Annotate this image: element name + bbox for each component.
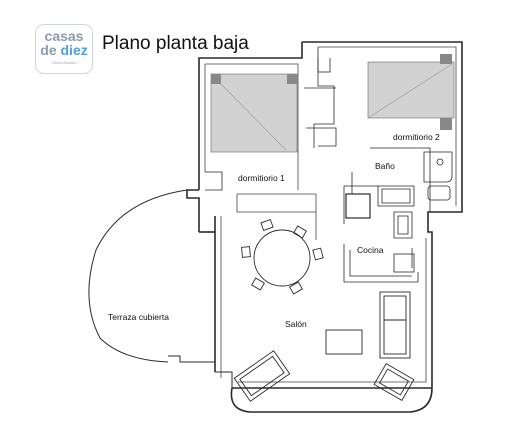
closet-1 bbox=[205, 171, 223, 191]
logo-tagline: Olivar Alvarez bbox=[51, 60, 77, 65]
chair bbox=[289, 281, 303, 295]
nightstand-1b bbox=[287, 74, 297, 84]
chair bbox=[260, 218, 274, 232]
plan-title: Plano planta baja bbox=[102, 33, 249, 54]
corridor bbox=[304, 47, 337, 148]
label-bano: Baño bbox=[375, 161, 395, 171]
coffee-table bbox=[325, 329, 363, 355]
dormitorio-2 bbox=[367, 54, 455, 130]
nightstand-2a bbox=[440, 54, 452, 64]
chair bbox=[293, 225, 307, 239]
logo-text-de-diez: de diez bbox=[40, 42, 88, 58]
armchair-right bbox=[373, 362, 415, 402]
outer-walls bbox=[186, 41, 463, 413]
sink bbox=[427, 185, 451, 201]
label-dormitorio-2: dormitiorio 2 bbox=[393, 132, 440, 142]
label-cocina: Cocina bbox=[357, 245, 384, 255]
chair bbox=[241, 246, 251, 258]
shower-drain bbox=[436, 158, 444, 166]
bed-2 bbox=[367, 61, 455, 119]
label-dormitorio-1: dormitiorio 1 bbox=[238, 173, 285, 183]
label-terraza: Terraza cubierta bbox=[108, 312, 169, 322]
fridge bbox=[345, 193, 371, 219]
dormitorio-1 bbox=[205, 73, 298, 191]
inner-wall-lines bbox=[204, 46, 457, 383]
armchair-left bbox=[233, 350, 291, 402]
chair bbox=[312, 247, 324, 261]
nightstand-2b bbox=[440, 118, 452, 130]
bed-1 bbox=[210, 73, 298, 153]
kitchen-sink bbox=[393, 211, 413, 239]
living-furniture bbox=[233, 291, 415, 402]
dining-set bbox=[241, 218, 324, 295]
terraza-cubierta bbox=[88, 189, 233, 388]
bano bbox=[343, 147, 453, 224]
door-swing-1 bbox=[220, 83, 287, 151]
dining-table bbox=[253, 229, 311, 287]
chair bbox=[251, 277, 265, 291]
label-salon: Salón bbox=[285, 319, 307, 329]
stove bbox=[393, 253, 415, 273]
door-swing-2 bbox=[367, 63, 453, 119]
brand-logo: casas de diez Olivar Alvarez bbox=[35, 24, 93, 74]
nightstand-1a bbox=[211, 74, 221, 84]
shower bbox=[423, 151, 453, 183]
cocina bbox=[343, 193, 419, 283]
sofa bbox=[379, 291, 411, 359]
logo-text-casas: casas bbox=[44, 28, 84, 44]
